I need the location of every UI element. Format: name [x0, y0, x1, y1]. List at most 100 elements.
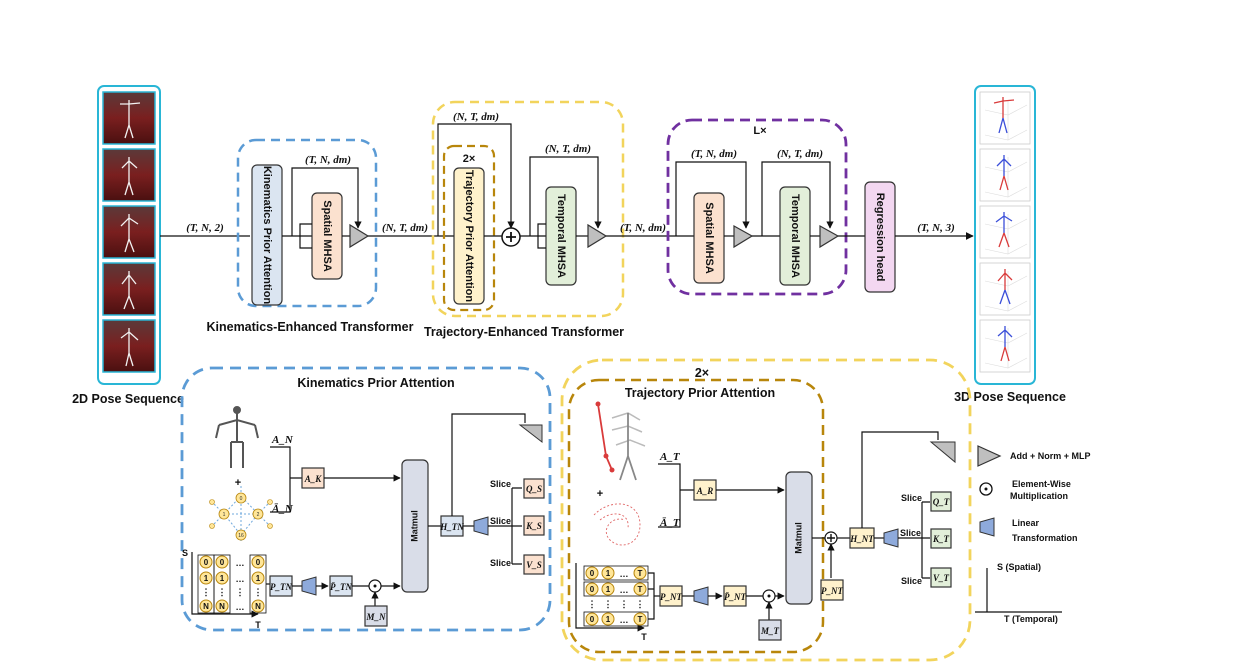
label-h-nt: H_NT — [849, 534, 874, 544]
svg-text:T: T — [638, 585, 643, 594]
input-person-figures — [120, 100, 141, 367]
slice-label-v-t: Slice — [901, 576, 922, 586]
svg-text:1: 1 — [606, 569, 611, 578]
dim-label-tndm-3: (T, N, dm) — [691, 148, 737, 160]
residual-arrow — [761, 161, 834, 236]
add-norm-mlp-icon — [587, 223, 608, 249]
svg-text:⋮: ⋮ — [636, 599, 645, 609]
residual-arrow — [529, 156, 602, 236]
svg-text:N: N — [203, 602, 209, 611]
tpa-repeat-label-bottom: 2× — [695, 366, 709, 380]
axis-s: S — [182, 548, 188, 558]
label-a-k: A_K — [304, 474, 323, 484]
trajectory-enhanced-border — [431, 100, 625, 318]
svg-text:1: 1 — [204, 574, 209, 583]
input-caption: 2D Pose Sequence — [72, 392, 184, 406]
plus-sign-2: + — [597, 488, 603, 500]
dim-label-tndm-1: (T, N, dm) — [305, 154, 351, 166]
joint-index-label: 1 — [223, 512, 226, 518]
linear-transform-icon — [693, 586, 709, 606]
spatial-mhsa-block-2 — [693, 192, 725, 284]
dim-label-ntdm-1: (N, T, dm) — [382, 222, 428, 234]
q-t-box — [930, 491, 952, 512]
slice-label-v: Slice — [490, 558, 511, 568]
add-norm-mlp-icon — [733, 224, 754, 249]
output-frame-border — [974, 85, 1036, 385]
regression-head-label: Regression head — [874, 193, 886, 282]
legend-element-wise-1: Element-Wise — [1012, 479, 1071, 489]
v-t-box — [930, 567, 952, 588]
kpa-block-label: Kinematics Prior Attention — [261, 166, 273, 305]
tpa-outer-border — [560, 358, 972, 662]
svg-text:1: 1 — [256, 574, 261, 583]
svg-text:0: 0 — [590, 615, 595, 624]
temporal-mhsa-label-2: Temporal MHSA — [789, 194, 801, 278]
legend-t-temporal: T (Temporal) — [1004, 614, 1058, 624]
svg-text:T: T — [638, 615, 643, 624]
svg-text:0: 0 — [256, 558, 261, 567]
label-p-nt-2: P_NT — [821, 586, 843, 596]
svg-text:N: N — [255, 602, 261, 611]
trajectory-skeleton-figure — [595, 401, 646, 481]
label-a-t-bar: Ā_T — [659, 517, 681, 529]
label-v-s: V_S — [526, 560, 542, 570]
trajectory-caption: Trajectory-Enhanced Transformer — [424, 325, 624, 339]
svg-text:⋮: ⋮ — [202, 587, 211, 597]
regression-head-block — [864, 181, 896, 293]
tpa-block-label: Trajectory Prior Attention — [463, 170, 475, 303]
label-v-t: V_T — [933, 573, 950, 583]
svg-text:⋮: ⋮ — [236, 587, 245, 597]
kpa-detail-title: Kinematics Prior Attention — [297, 376, 454, 390]
add-norm-mlp-icon — [929, 441, 956, 464]
input-frame-border — [97, 85, 161, 385]
iterate-block-label: L× — [753, 125, 766, 137]
slice-label-k-t: Slice — [900, 528, 921, 538]
slice-label-q-t: Slice — [901, 493, 922, 503]
axis-t-2: T — [641, 632, 647, 642]
dim-label-ntdm-2: (N, T, dm) — [453, 111, 499, 123]
svg-text:⋮: ⋮ — [218, 587, 227, 597]
svg-text:⋮: ⋮ — [588, 599, 597, 609]
k-s-box — [523, 515, 545, 536]
add-norm-mlp-icon — [349, 223, 370, 249]
joint-graph — [209, 486, 273, 542]
svg-text:…: … — [236, 574, 245, 584]
svg-text:1: 1 — [606, 585, 611, 594]
legend: Add + Norm + MLP Element-Wise Multiplica… — [975, 445, 1091, 624]
label-m-n: M_N — [365, 612, 386, 622]
legend-add-norm-mlp-icon — [977, 445, 1002, 467]
linear-transform-icon — [301, 576, 317, 596]
svg-text:1: 1 — [220, 574, 225, 583]
svg-text:⋮: ⋮ — [620, 599, 629, 609]
label-a-n: A_N — [271, 434, 294, 446]
svg-text:0: 0 — [220, 558, 225, 567]
temporal-mhsa-label: Temporal MHSA — [555, 194, 567, 278]
legend-add-norm-mlp: Add + Norm + MLP — [1010, 451, 1091, 461]
spatial-mhsa-label-2: Spatial MHSA — [703, 202, 715, 274]
k-t-box — [930, 528, 952, 549]
tpa-detail-title: Trajectory Prior Attention — [625, 386, 775, 400]
svg-text:…: … — [236, 558, 245, 568]
output-skeletons — [993, 97, 1015, 362]
legend-linear-2: Transformation — [1012, 533, 1078, 543]
v-s-box — [523, 554, 545, 575]
tpa-repeat-label: 2× — [463, 153, 476, 165]
svg-text:…: … — [620, 569, 629, 579]
matmul-label-2: Matmul — [793, 522, 803, 554]
tpa-inner-border — [567, 378, 825, 654]
dim-label-ntdm-4: (N, T, dm) — [777, 148, 823, 160]
svg-text:…: … — [620, 585, 629, 595]
label-k-t: K_T — [932, 534, 950, 544]
label-k-s: K_S — [525, 521, 542, 531]
svg-text:⋮: ⋮ — [604, 599, 613, 609]
linear-transform-icon — [473, 516, 489, 536]
trajectory-curve — [593, 503, 641, 546]
svg-text:0: 0 — [204, 558, 209, 567]
add-norm-mlp-icon — [518, 424, 543, 444]
matmul-label: Matmul — [409, 510, 419, 542]
svg-text:1: 1 — [606, 615, 611, 624]
m-n-box — [364, 605, 388, 627]
legend-s-spatial: S (Spatial) — [997, 562, 1041, 572]
